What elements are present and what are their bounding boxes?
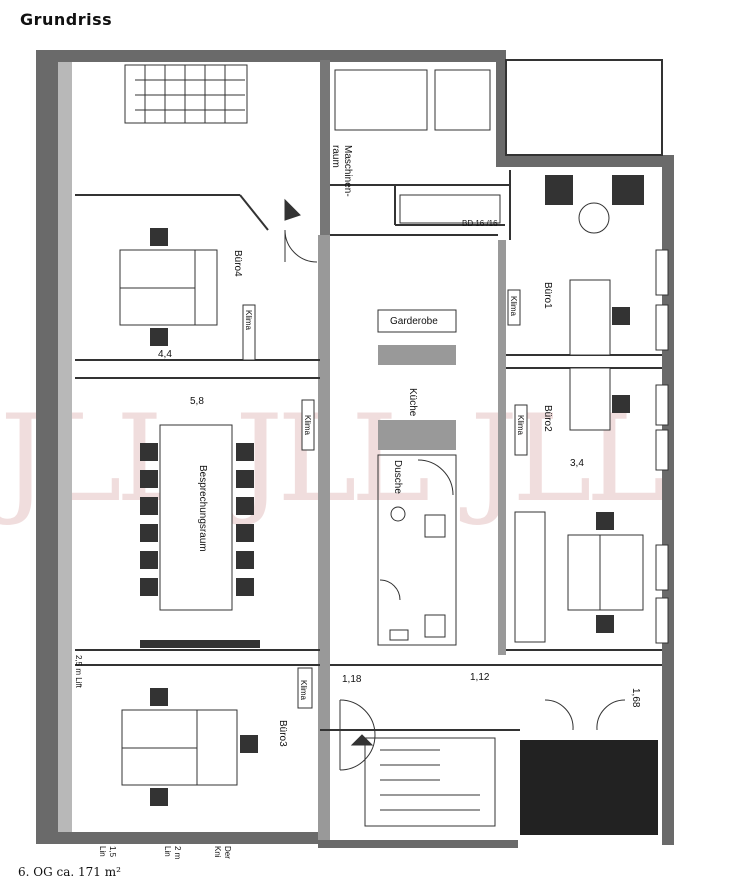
klima-label-meeting: Klima (303, 415, 312, 436)
watermark: JLL JLL JLL (0, 390, 669, 529)
dim-1-68: 1,68 (630, 688, 641, 708)
bottom-note-2a: 2 m (173, 846, 182, 860)
interior-walls (75, 59, 663, 840)
dim-1-18: 1,18 (342, 674, 362, 685)
room-label-dusche: Dusche (392, 460, 403, 494)
room-label-buero3: Büro3 (277, 720, 288, 747)
doors (284, 198, 626, 771)
buero4-furniture (119, 228, 256, 361)
stairs-bottom (364, 737, 496, 827)
lift-label: 2,5 m Lift (74, 655, 83, 689)
dim-1-12: 1,12 (470, 672, 490, 683)
bottom-note-1b: Lin (98, 846, 107, 857)
room-label-maschinen-1: Maschinen- (342, 145, 353, 197)
buero1-furniture (507, 175, 644, 356)
outer-walls (36, 50, 674, 848)
room-label-buero4: Büro4 (232, 250, 243, 277)
klima-label-buero2: Klima (516, 415, 525, 436)
dim-4-4: 4,4 (158, 349, 172, 360)
klima-label-buero4: Klima (244, 310, 253, 331)
klima-label-buero3: Klima (299, 680, 308, 701)
windows-right (655, 249, 669, 644)
floor-caption: 6. OG ca. 171 m² (18, 865, 121, 879)
room-label-garderobe: Garderobe (390, 316, 438, 327)
kitchen-bath (377, 309, 457, 646)
stairs-top (124, 64, 248, 124)
page-title: Grundriss (20, 10, 113, 29)
buero3-furniture (121, 667, 313, 806)
room-label-kueche: Küche (407, 388, 418, 417)
bottom-note-3a: Der (223, 846, 232, 859)
dim-3-4: 3,4 (570, 458, 584, 469)
klima-label-buero1: Klima (509, 296, 518, 317)
watermark-text-3: JLL (459, 390, 663, 529)
room-label-besprechung: Besprechungsraum (197, 465, 208, 552)
machine-equipment (334, 69, 501, 224)
dim-5-8: 5,8 (190, 396, 204, 407)
room-label-buero2: Büro2 (542, 405, 553, 432)
meeting-furniture (140, 399, 315, 648)
room-label-maschinen-2: raum (330, 145, 341, 168)
bottom-note-3b: Kni (213, 846, 222, 858)
bottom-note-2b: Lin (163, 846, 172, 857)
room-label-buero1: Büro1 (542, 282, 553, 309)
bd-label: BD 16 /16 (462, 219, 498, 228)
bottom-note-1a: 1,5 (108, 846, 117, 858)
buero2-furniture (514, 367, 644, 643)
